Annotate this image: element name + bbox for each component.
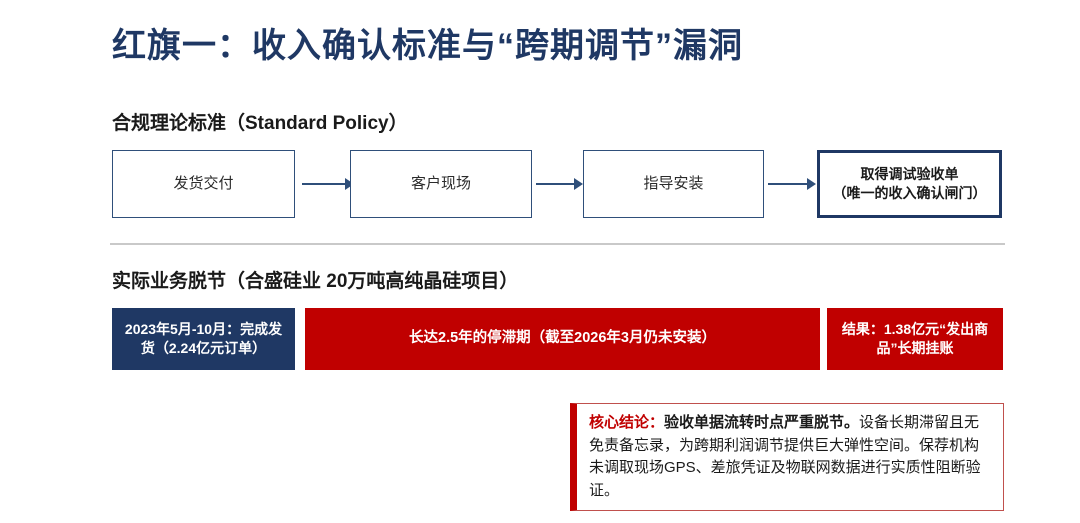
section-heading-actual-business: 实际业务脱节（合盛硅业 20万吨高纯晶硅项目） bbox=[112, 271, 519, 292]
timeline-segment-shipment: 2023年5月-10月：完成发货（2.24亿元订单） bbox=[112, 308, 295, 370]
timeline-segment-result: 结果：1.38亿元“发出商品”长期挂账 bbox=[827, 308, 1003, 370]
conclusion-callout: 核心结论：验收单据流转时点严重脱节。设备长期滞留且无免责备忘录，为跨期利润调节提… bbox=[570, 403, 1004, 511]
flow-arrow-2-head bbox=[574, 178, 583, 190]
flow-step-4-text-wrap: 取得调试验收单 （唯一的收入确认闸门） bbox=[833, 165, 987, 203]
flow-step-4-sublabel: （唯一的收入确认闸门） bbox=[832, 185, 987, 201]
timeline-segment-result-label: 结果：1.38亿元“发出商品”长期挂账 bbox=[841, 321, 989, 356]
section-divider bbox=[110, 243, 1005, 245]
timeline-segment-stagnation-label: 长达2.5年的停滞期（截至2026年3月仍未安装） bbox=[409, 330, 716, 347]
flow-arrow-3-head bbox=[807, 178, 816, 190]
timeline-bar-group: 2023年5月-10月：完成发货（2.24亿元订单） 长达2.5年的停滞期（截至… bbox=[112, 308, 1003, 370]
flow-arrow-1-shaft bbox=[302, 183, 345, 185]
conclusion-bold-clause: 验收单据流转时点严重脱节。 bbox=[664, 414, 860, 431]
conclusion-body: 设备长期滞留且无免责备忘录，为跨期利润调节提供巨大弹性空间。保荐机构未调取现场G… bbox=[589, 414, 981, 499]
page-title: 红旗一：收入确认标准与“跨期调节”漏洞 bbox=[112, 27, 743, 65]
flow-arrow-2-shaft bbox=[536, 183, 574, 185]
flow-arrow-2 bbox=[536, 178, 583, 190]
flow-arrow-3-shaft bbox=[768, 183, 807, 185]
flow-step-2-label: 客户现场 bbox=[410, 174, 471, 192]
flow-step-1-label: 发货交付 bbox=[173, 174, 234, 192]
timeline-segment-stagnation: 长达2.5年的停滞期（截至2026年3月仍未安装） bbox=[305, 308, 820, 370]
process-flow-diagram: 发货交付 客户现场 指导安装 取得调试验收单 （唯一的收入确认闸门） bbox=[112, 150, 1002, 220]
flow-step-2: 客户现场 bbox=[350, 150, 532, 218]
flow-arrow-3 bbox=[768, 178, 816, 190]
flow-step-3-label: 指导安装 bbox=[643, 174, 704, 192]
section-heading-standard-policy: 合规理论标准（Standard Policy） bbox=[112, 113, 408, 134]
flow-arrow-1-head bbox=[345, 178, 354, 190]
conclusion-label: 核心结论： bbox=[589, 414, 665, 431]
flow-arrow-1 bbox=[302, 178, 354, 190]
flow-step-4-revenue-gate: 取得调试验收单 （唯一的收入确认闸门） bbox=[817, 150, 1002, 218]
timeline-segment-shipment-label: 2023年5月-10月：完成发货（2.24亿元订单） bbox=[124, 321, 283, 356]
flow-step-1: 发货交付 bbox=[112, 150, 295, 218]
flow-step-4-label: 取得调试验收单 bbox=[860, 166, 959, 183]
flow-step-3: 指导安装 bbox=[583, 150, 764, 218]
